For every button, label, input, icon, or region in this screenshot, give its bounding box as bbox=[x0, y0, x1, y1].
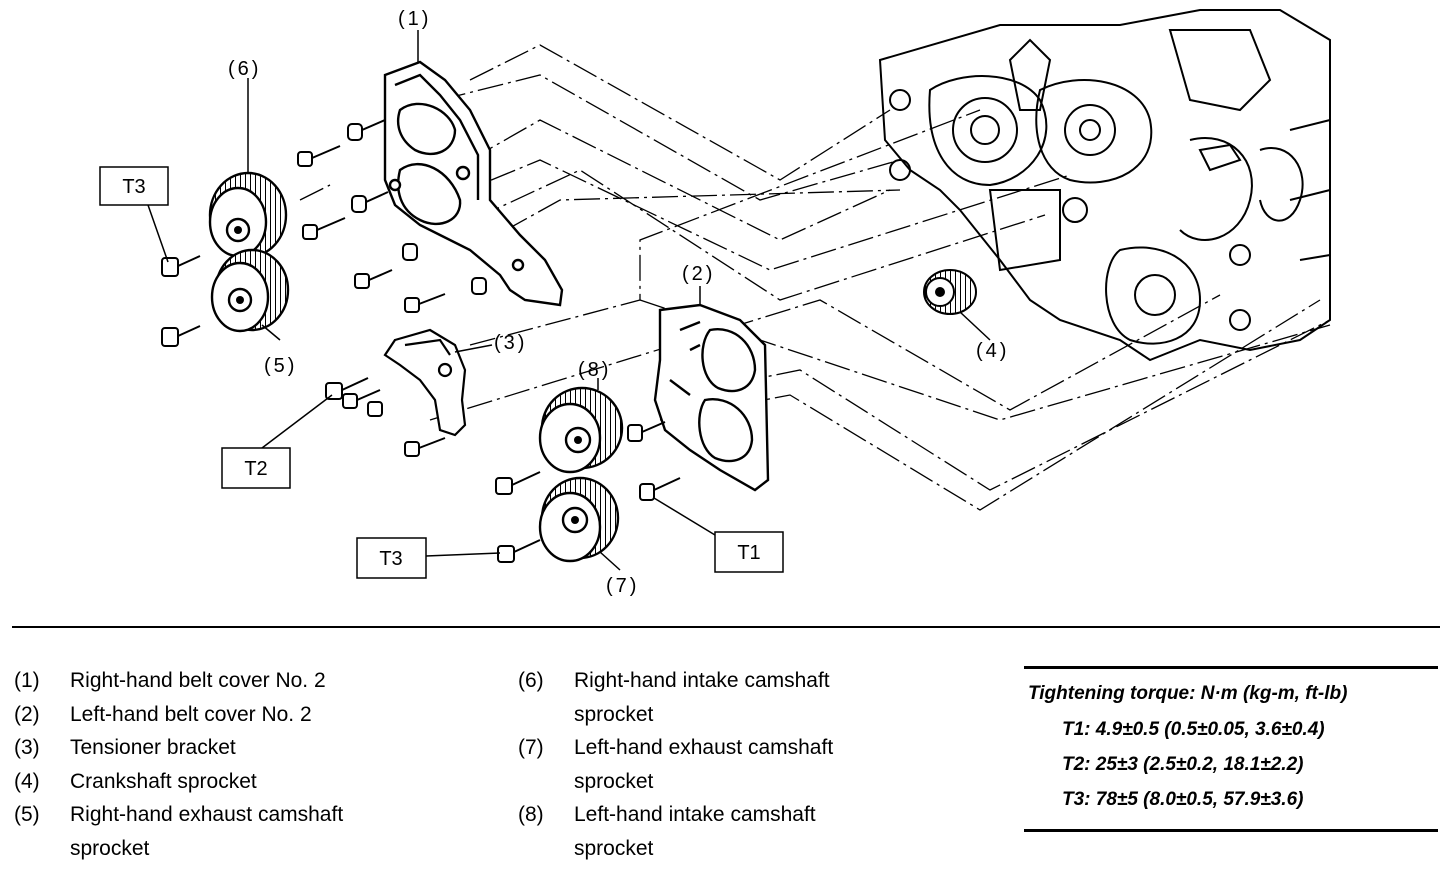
legend-text: Right-hand belt cover No. 2 bbox=[70, 669, 326, 692]
t2-label: T2 bbox=[244, 458, 267, 480]
legend-text: sprocket bbox=[574, 702, 654, 726]
torque-box-t2: T2 bbox=[221, 447, 291, 489]
parts-legend-left: (1) Right-hand belt cover No. 2 (2) Left-ha… bbox=[14, 664, 454, 865]
callout-6: (6) bbox=[228, 58, 261, 80]
legend-item: (4) Crankshaft sprocket bbox=[14, 765, 454, 799]
torque-table: Tightening torque: N·m (kg-m, ft-lb) T1:… bbox=[1024, 666, 1438, 832]
legend-item: (2) Left-hand belt cover No. 2 bbox=[14, 698, 454, 732]
engine-block bbox=[878, 9, 1331, 362]
legend-number: (4) bbox=[14, 769, 40, 793]
legend-text: Right-hand intake camshaft bbox=[574, 669, 830, 692]
legend-number bbox=[518, 832, 574, 866]
legend-text: Left-hand exhaust camshaft bbox=[574, 736, 834, 759]
bolt bbox=[297, 145, 341, 167]
bolt bbox=[351, 191, 389, 213]
callout-8: (8) bbox=[578, 359, 611, 381]
bolt bbox=[161, 325, 201, 347]
legend-item: (1) Right-hand belt cover No. 2 bbox=[14, 664, 454, 698]
legend-item: (3) Tensioner bracket bbox=[14, 731, 454, 765]
legend-item: sprocket bbox=[518, 832, 898, 866]
legend-number: (2) bbox=[14, 702, 40, 726]
sprocket-8 bbox=[538, 386, 624, 474]
bolt bbox=[161, 255, 201, 277]
bolt bbox=[325, 377, 369, 400]
legend-item: (7) Left-hand exhaust camshaft bbox=[518, 731, 898, 765]
callout-4: (4) bbox=[976, 340, 1009, 362]
legend-text: Left-hand belt cover No. 2 bbox=[70, 702, 312, 726]
legend-text: sprocket bbox=[574, 836, 654, 860]
legend-number: (1) bbox=[14, 669, 40, 692]
callout-7: (7) bbox=[606, 575, 639, 597]
t3-bottom-label: T3 bbox=[379, 548, 402, 570]
tensioner-bracket bbox=[383, 328, 467, 437]
legend-number: (8) bbox=[518, 803, 544, 826]
bolt bbox=[367, 401, 383, 417]
legend-number: (6) bbox=[518, 669, 544, 692]
bolt bbox=[342, 389, 381, 409]
t3-top-label: T3 bbox=[122, 176, 145, 198]
callout-1: (1) bbox=[398, 8, 431, 30]
bolt bbox=[497, 539, 541, 563]
callout-3: (3) bbox=[494, 332, 527, 354]
legend-number bbox=[518, 698, 574, 732]
bolt bbox=[627, 421, 666, 442]
torque-box-t3-bottom: T3 bbox=[356, 537, 427, 579]
legend-number bbox=[14, 832, 70, 866]
torque-box-t1: T1 bbox=[714, 531, 784, 573]
torque-t2: T2: 25±3 (2.5±0.2, 18.1±2.2) bbox=[1062, 754, 1304, 775]
legend-text: Right-hand exhaust camshaft bbox=[70, 803, 344, 826]
legend-text: Left-hand intake camshaft bbox=[574, 803, 816, 826]
callout-5: (5) bbox=[264, 355, 297, 377]
bolt bbox=[354, 269, 393, 289]
sprocket-7 bbox=[538, 476, 620, 563]
exploded-view-diagram: (1) (6) (5) (2) (3) (8) (4) (7) T3 T2 T3… bbox=[99, 8, 1331, 597]
legend-number: (3) bbox=[14, 736, 40, 759]
torque-t3: T3: 78±5 (8.0±0.5, 57.9±3.6) bbox=[1062, 789, 1304, 810]
bolt bbox=[404, 293, 446, 313]
sprocket-5 bbox=[210, 248, 290, 333]
legend-text: Tensioner bracket bbox=[70, 736, 236, 759]
sprocket-6 bbox=[208, 171, 288, 259]
parts-legend-right: (6) Right-hand intake camshaft sprocket (7)… bbox=[518, 664, 898, 865]
legend-item: sprocket bbox=[518, 698, 898, 732]
crankshaft-sprocket bbox=[923, 269, 977, 315]
legend-number: (7) bbox=[518, 736, 544, 759]
callout-2: (2) bbox=[682, 263, 715, 285]
bolt bbox=[639, 477, 681, 501]
legend-item: (6) Right-hand intake camshaft bbox=[518, 664, 898, 698]
rh-belt-cover bbox=[383, 60, 564, 307]
t1-label: T1 bbox=[737, 542, 760, 564]
legend-item: sprocket bbox=[14, 832, 454, 866]
legend-number: (5) bbox=[14, 803, 40, 826]
divider bbox=[12, 626, 1440, 628]
bolt bbox=[302, 217, 346, 240]
legend-text: Crankshaft sprocket bbox=[70, 769, 257, 793]
bolt bbox=[402, 243, 418, 261]
legend-number bbox=[518, 765, 574, 799]
bolt bbox=[471, 277, 487, 295]
legend-text: sprocket bbox=[574, 769, 654, 793]
bolt bbox=[495, 471, 541, 495]
torque-box-t3-top: T3 bbox=[99, 166, 169, 206]
legend-item: (8) Left-hand intake camshaft bbox=[518, 798, 898, 832]
legend-text: sprocket bbox=[70, 836, 150, 860]
leader-lines bbox=[147, 30, 991, 571]
legend-item: sprocket bbox=[518, 765, 898, 799]
bolt bbox=[404, 437, 446, 457]
bolt bbox=[347, 119, 386, 141]
lh-belt-cover bbox=[653, 303, 770, 492]
torque-header: Tightening torque: N·m (kg-m, ft-lb) bbox=[1028, 683, 1348, 704]
legend-item: (5) Right-hand exhaust camshaft bbox=[14, 798, 454, 832]
bolts bbox=[161, 119, 681, 563]
torque-t1: T1: 4.9±0.5 (0.5±0.05, 3.6±0.4) bbox=[1062, 719, 1325, 740]
